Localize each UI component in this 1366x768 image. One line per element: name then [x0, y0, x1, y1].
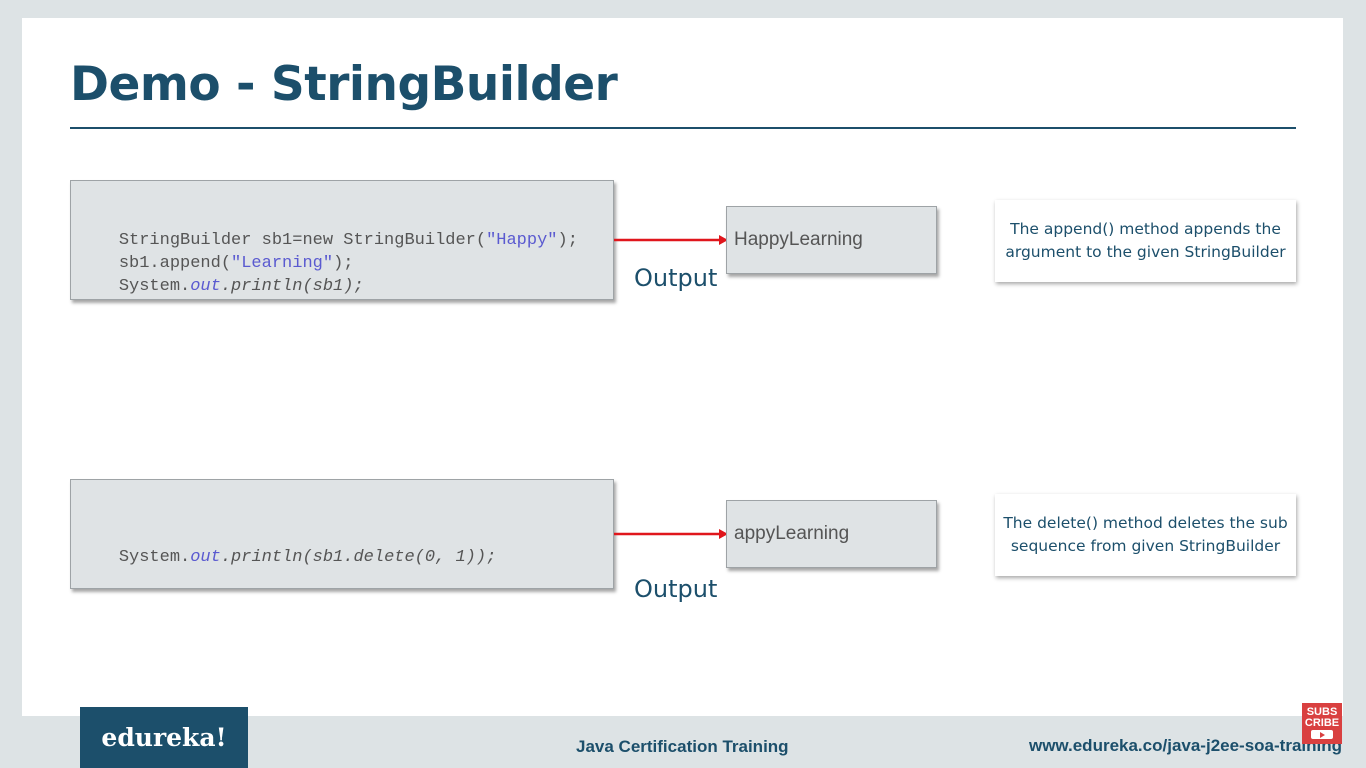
arrow-right-icon	[614, 529, 728, 539]
code-box-delete: System.out.println(sb1.delete(0, 1));	[70, 479, 614, 589]
subscribe-label-2: CRIBE	[1304, 717, 1340, 729]
slide-title: Demo - StringBuilder	[70, 57, 618, 112]
description-text: The append() method appends the argument…	[1005, 220, 1286, 261]
output-text: appyLearning	[734, 523, 850, 544]
arrow-right-icon	[614, 235, 728, 245]
output-text: HappyLearning	[734, 229, 863, 250]
edureka-logo[interactable]: edureka!	[80, 707, 248, 768]
youtube-play-icon	[1311, 730, 1333, 739]
footer-url[interactable]: www.edureka.co/java-j2ee-soa-training	[1028, 736, 1342, 755]
code-line: System.out.println(sb1);	[118, 277, 364, 296]
footer-course-title: Java Certification Training	[576, 737, 789, 756]
code-line: System.out.println(sb1.delete(0, 1));	[118, 548, 497, 567]
subscribe-button[interactable]: SUBS CRIBE	[1302, 703, 1342, 744]
description-box-append: The append() method appends the argument…	[995, 200, 1296, 282]
code-line: sb1.append("Learning");	[118, 254, 354, 273]
code-line: StringBuilder sb1=new StringBuilder("Hap…	[118, 231, 578, 250]
slide-canvas	[22, 18, 1343, 716]
description-text: The delete() method deletes the sub sequ…	[1003, 514, 1288, 555]
output-box-delete: appyLearning	[726, 500, 937, 568]
title-underline	[70, 127, 1296, 129]
output-box-append: HappyLearning	[726, 206, 937, 274]
output-label: Output	[634, 575, 718, 603]
subscribe-label-1: SUBS	[1306, 706, 1338, 718]
description-box-delete: The delete() method deletes the sub sequ…	[995, 494, 1296, 576]
code-box-append: StringBuilder sb1=new StringBuilder("Hap…	[70, 180, 614, 300]
output-label: Output	[634, 264, 718, 292]
